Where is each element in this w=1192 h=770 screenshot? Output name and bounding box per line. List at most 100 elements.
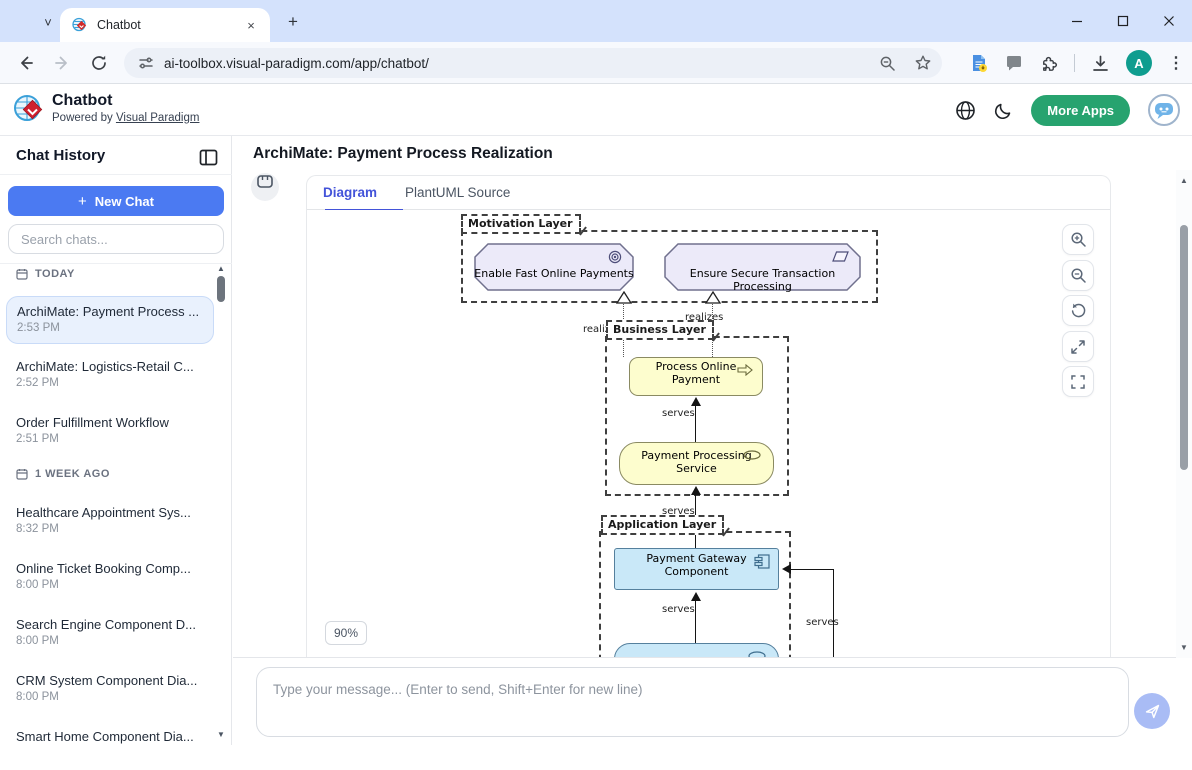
zoom-indicator-icon[interactable] bbox=[879, 55, 896, 72]
zoom-in-button[interactable] bbox=[1062, 224, 1094, 255]
app-header: Chatbot Powered by Visual Paradigm More … bbox=[0, 84, 1192, 136]
reload-icon[interactable] bbox=[86, 50, 112, 76]
section-header-today: TODAY bbox=[16, 268, 75, 280]
toolbar-divider bbox=[1074, 54, 1075, 72]
new-tab-button[interactable]: + bbox=[288, 12, 298, 31]
chat-item-title: Smart Home Component Dia... bbox=[16, 729, 194, 744]
tab-search-chevron-icon[interactable]: ˅ bbox=[44, 14, 52, 30]
zoom-level-badge: 90% bbox=[325, 621, 368, 645]
new-chat-button[interactable]: + New Chat bbox=[8, 186, 224, 216]
business-service-payment-processing[interactable]: Payment Processing Service bbox=[619, 442, 774, 485]
outcome-ensure-secure-transaction-processing[interactable]: Ensure Secure Transaction Processing bbox=[664, 243, 861, 293]
motivation-layer-group bbox=[461, 230, 878, 303]
serves-line bbox=[695, 405, 696, 442]
edge-label-realizes: realizes bbox=[583, 324, 622, 335]
chat-history-sidebar: Chat History +New Chat TODAY ArchiMate: … bbox=[0, 136, 232, 745]
browser-titlebar: ˅ Chatbot × + bbox=[0, 0, 1192, 42]
message-card: Diagram PlantUML Source Motivation Layer… bbox=[306, 175, 1111, 658]
chat-history-item[interactable]: Order Fulfillment Workflow 2:51 PM bbox=[6, 408, 214, 456]
chatbot-bubble-icon[interactable] bbox=[1148, 94, 1180, 126]
serves-arrowhead bbox=[691, 592, 701, 601]
moon-icon[interactable] bbox=[994, 101, 1013, 120]
active-tab-underline bbox=[325, 208, 403, 211]
chat-item-time: 2:51 PM bbox=[16, 433, 59, 445]
send-button[interactable] bbox=[1134, 693, 1170, 729]
url-text[interactable]: ai-toolbox.visual-paradigm.com/app/chatb… bbox=[164, 55, 429, 71]
tab-label: Diagram bbox=[323, 185, 378, 200]
app-name: Chatbot bbox=[52, 92, 113, 109]
sidebar-scrollbar-up[interactable]: ▲ bbox=[217, 264, 225, 273]
plus-icon: + bbox=[78, 192, 87, 210]
chat-history-item[interactable]: Search Engine Component D... 8:00 PM bbox=[6, 610, 214, 658]
chat-history-item[interactable]: Healthcare Appointment Sys... 8:32 PM bbox=[6, 498, 214, 546]
bookmark-star-icon[interactable] bbox=[914, 54, 932, 72]
globe-icon[interactable] bbox=[955, 100, 976, 121]
realization-arrowhead bbox=[705, 291, 721, 304]
docs-offline-icon[interactable] bbox=[969, 53, 989, 73]
visual-paradigm-link[interactable]: Visual Paradigm bbox=[115, 112, 200, 124]
chat-item-title: Order Fulfillment Workflow bbox=[16, 415, 169, 430]
chat-history-item[interactable]: ArchiMate: Payment Process ... 2:53 PM bbox=[6, 296, 214, 344]
url-bar[interactable]: ai-toolbox.visual-paradigm.com/app/chatb… bbox=[124, 48, 942, 78]
profile-avatar[interactable]: A bbox=[1126, 50, 1152, 76]
new-chat-label: New Chat bbox=[94, 193, 154, 209]
search-chats-input[interactable] bbox=[8, 224, 224, 254]
sidebar-scrollbar-thumb[interactable] bbox=[217, 276, 225, 302]
extensions-puzzle-icon[interactable] bbox=[1039, 54, 1058, 73]
chat-item-title: Search Engine Component D... bbox=[16, 617, 196, 632]
download-icon[interactable] bbox=[1091, 54, 1110, 73]
element-label: Payment Gateway Component bbox=[646, 552, 747, 578]
chat-item-time: 8:00 PM bbox=[16, 635, 59, 647]
chat-item-title: ArchiMate: Payment Process ... bbox=[17, 304, 200, 319]
more-apps-button[interactable]: More Apps bbox=[1031, 94, 1130, 126]
element-label: Enable Fast Online Payments bbox=[474, 267, 634, 280]
window-close-button[interactable] bbox=[1146, 0, 1192, 42]
visual-paradigm-logo bbox=[13, 93, 47, 127]
window-minimize-button[interactable] bbox=[1054, 0, 1100, 42]
scrollbar-thumb[interactable] bbox=[1180, 225, 1188, 470]
component-icon bbox=[754, 554, 770, 569]
tab-diagram[interactable]: Diagram bbox=[323, 176, 403, 211]
back-icon[interactable] bbox=[12, 50, 38, 76]
powered-by: Powered by Visual Paradigm bbox=[52, 112, 199, 124]
chat-history-item[interactable]: CRM System Component Dia... 8:00 PM bbox=[6, 666, 214, 714]
realization-arrowhead bbox=[616, 291, 632, 304]
calendar-icon bbox=[16, 269, 28, 280]
message-input[interactable] bbox=[256, 667, 1129, 737]
chat-history-item[interactable]: Smart Home Component Dia... bbox=[6, 722, 214, 770]
scrollbar-up-arrow[interactable]: ▲ bbox=[1180, 176, 1188, 185]
element-label: Ensure Secure Transaction Processing bbox=[689, 267, 836, 293]
fullscreen-button[interactable] bbox=[1062, 366, 1094, 397]
tab-close-icon[interactable]: × bbox=[247, 17, 255, 33]
browser-tab[interactable]: Chatbot × bbox=[60, 8, 270, 42]
application-service-clipped[interactable] bbox=[614, 643, 779, 657]
chat-item-title: Online Ticket Booking Comp... bbox=[16, 561, 191, 576]
window-maximize-button[interactable] bbox=[1100, 0, 1146, 42]
scrollbar-down-arrow[interactable]: ▼ bbox=[1180, 643, 1188, 652]
application-component-payment-gateway[interactable]: Payment Gateway Component bbox=[614, 548, 779, 590]
panel-toggle-icon[interactable] bbox=[197, 146, 219, 168]
business-process-online-payment[interactable]: Process Online Payment bbox=[629, 357, 763, 396]
forward-icon bbox=[50, 50, 76, 76]
chat-history-item[interactable]: Online Ticket Booking Comp... 8:00 PM bbox=[6, 554, 214, 602]
service-oval-icon bbox=[743, 450, 761, 460]
chat-history-item[interactable]: ArchiMate: Logistics-Retail C... 2:52 PM bbox=[6, 352, 214, 400]
edge-label-serves: serves bbox=[662, 408, 695, 419]
browser-menu-kebab-icon[interactable]: ⋮ bbox=[1168, 55, 1184, 72]
visual-paradigm-favicon bbox=[72, 17, 88, 33]
conversation-title: ArchiMate: Payment Process Realization bbox=[253, 145, 553, 162]
business-layer-label: Business Layer bbox=[606, 320, 714, 340]
goal-enable-fast-online-payments[interactable]: Enable Fast Online Payments bbox=[474, 243, 634, 291]
comment-icon[interactable] bbox=[1005, 54, 1023, 72]
chat-item-title: ArchiMate: Logistics-Retail C... bbox=[16, 359, 194, 374]
expand-button[interactable] bbox=[1062, 331, 1094, 362]
reset-view-button[interactable] bbox=[1062, 295, 1094, 326]
element-label: Payment Processing Service bbox=[641, 449, 752, 475]
tune-icon[interactable] bbox=[138, 55, 154, 71]
zoom-out-button[interactable] bbox=[1062, 260, 1094, 291]
page-scrollbar[interactable]: ▲ ▼ bbox=[1176, 170, 1192, 658]
sidebar-scrollbar-down[interactable]: ▼ bbox=[217, 730, 225, 739]
serves-arrowhead bbox=[691, 486, 701, 495]
tab-plantuml-source[interactable]: PlantUML Source bbox=[405, 176, 510, 210]
diagram-canvas[interactable]: Motivation Layer Enable Fast Online Paym… bbox=[307, 210, 1110, 657]
